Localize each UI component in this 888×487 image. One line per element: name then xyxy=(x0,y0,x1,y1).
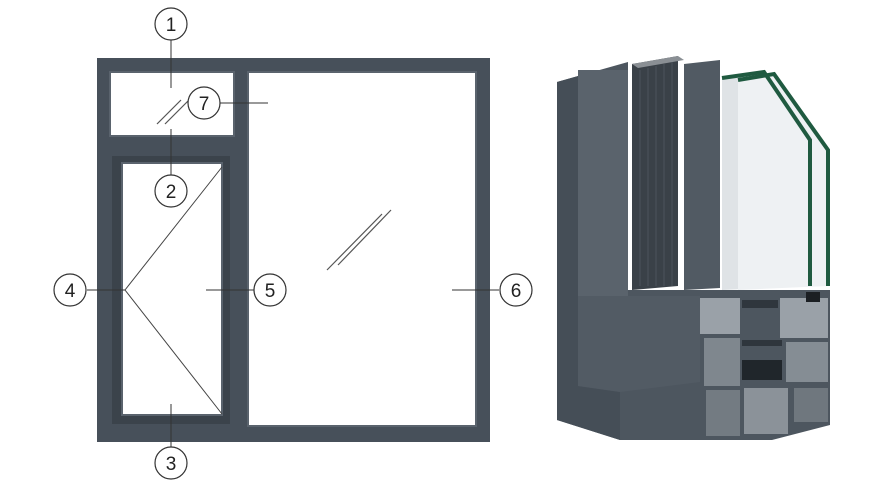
insect-mesh-top xyxy=(632,56,684,68)
window-elevation xyxy=(97,58,490,442)
callout-label: 7 xyxy=(199,94,210,115)
profile-chamber xyxy=(780,298,828,338)
profile-chamber xyxy=(700,298,740,334)
callout-3: 3 xyxy=(154,446,188,480)
callout-label: 4 xyxy=(65,281,76,302)
profile-chamber xyxy=(786,342,828,382)
callout-label: 5 xyxy=(265,281,276,302)
callout-label: 2 xyxy=(166,182,177,203)
callout-4: 4 xyxy=(53,273,87,307)
frame-face xyxy=(557,76,620,440)
callout-7: 7 xyxy=(187,86,221,120)
profile-slot xyxy=(742,340,782,346)
thermal-break xyxy=(742,360,782,380)
sash-frame xyxy=(684,60,720,290)
mesh-texture xyxy=(639,62,673,286)
frame-bottom-face xyxy=(578,296,700,392)
callout-label: 3 xyxy=(166,454,177,475)
insect-mesh xyxy=(632,56,678,290)
callout-label: 1 xyxy=(166,15,177,36)
fixed-glass-mark xyxy=(337,209,392,266)
profile-chamber xyxy=(704,338,740,386)
callout-6: 6 xyxy=(499,273,533,307)
leader-lines xyxy=(87,40,499,447)
glass-edge-inner xyxy=(737,71,830,286)
profile-chamber xyxy=(794,388,828,422)
transom-glass-mark xyxy=(164,99,190,125)
glass-pane-inner xyxy=(738,74,828,290)
callout-5: 5 xyxy=(253,273,287,307)
gasket xyxy=(806,292,820,302)
callout-2: 2 xyxy=(154,174,188,208)
profile-chamber xyxy=(706,390,740,436)
callout-1: 1 xyxy=(154,7,188,41)
transom-glass-mark xyxy=(156,99,182,125)
frame-vertical-face xyxy=(578,70,628,296)
glass-edge-outer xyxy=(721,69,812,286)
profile-cross-section xyxy=(557,56,830,440)
profile-slot xyxy=(742,300,778,308)
fixed-glass xyxy=(247,71,477,427)
fixed-glass-mark xyxy=(326,213,383,271)
callout-label: 6 xyxy=(511,281,522,302)
profile-chamber xyxy=(744,388,788,434)
